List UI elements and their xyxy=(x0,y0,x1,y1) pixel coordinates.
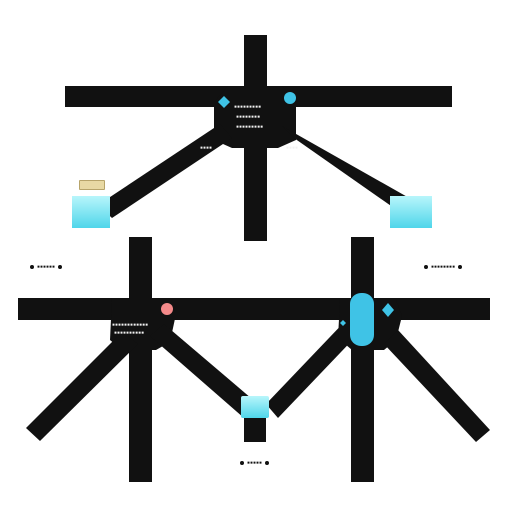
bullet-dot-icon xyxy=(424,265,428,269)
bullet-dot-icon xyxy=(58,265,63,269)
right-side-label: ▪▪▪▪▪▪▪▪ xyxy=(424,264,463,270)
bullet-dot-icon xyxy=(30,265,34,269)
top-junction xyxy=(65,35,452,241)
diamond-node-icon[interactable] xyxy=(382,303,394,317)
top-right-cyan-pad xyxy=(390,196,432,228)
bullet-dot-icon xyxy=(240,461,244,465)
top-left-diagonal-track xyxy=(98,124,232,218)
tag-marker xyxy=(79,180,105,190)
circle-node-icon[interactable] xyxy=(284,92,296,104)
capsule-node-icon[interactable] xyxy=(350,293,374,346)
bl-hub-glyphs-1: ▪▪▪▪▪▪▪▪▪▪▪▪ xyxy=(112,322,149,328)
center-v-junction xyxy=(150,298,362,442)
v-cyan-pad xyxy=(241,396,269,418)
left-side-label: ▪▪▪▪▪▪ xyxy=(30,264,63,270)
top-hub-glyphs-1: ▪▪▪▪▪▪▪▪▪ xyxy=(234,104,262,110)
top-left-cyan-pad xyxy=(72,196,110,228)
br-right-diagonal-track xyxy=(384,330,490,442)
top-left-glyphs: ▪▪▪▪ xyxy=(200,145,213,151)
top-hub-glyphs-3: ▪▪▪▪▪▪▪▪▪ xyxy=(236,124,264,130)
top-right-diagonal-track xyxy=(282,126,418,215)
br-vertical-track xyxy=(351,237,374,482)
small-diamond-icon xyxy=(340,320,346,326)
bullet-dot-icon xyxy=(265,461,270,465)
bl-hub-glyphs-2: ▪▪▪▪▪▪▪▪▪▪ xyxy=(114,330,145,336)
top-hub-glyphs-2: ▪▪▪▪▪▪▪▪ xyxy=(236,114,261,120)
top-right-glyphs: ▪▪▪▪ xyxy=(286,145,299,151)
middle-horizontal-track xyxy=(160,298,350,320)
circle-node-icon[interactable] xyxy=(161,303,173,315)
diamond-node-icon[interactable] xyxy=(218,96,230,108)
bottom-left-junction xyxy=(18,237,176,482)
bl-left-diagonal-track xyxy=(26,332,138,441)
top-hub xyxy=(214,86,296,148)
bottom-center-label: ▪▪▪▪▪ xyxy=(240,460,270,466)
bottom-right-junction xyxy=(330,237,490,482)
bl-vertical-track xyxy=(129,237,152,482)
v-right-diagonal-track xyxy=(266,316,362,418)
v-left-diagonal-track xyxy=(150,324,258,418)
bullet-dot-icon xyxy=(458,265,463,269)
